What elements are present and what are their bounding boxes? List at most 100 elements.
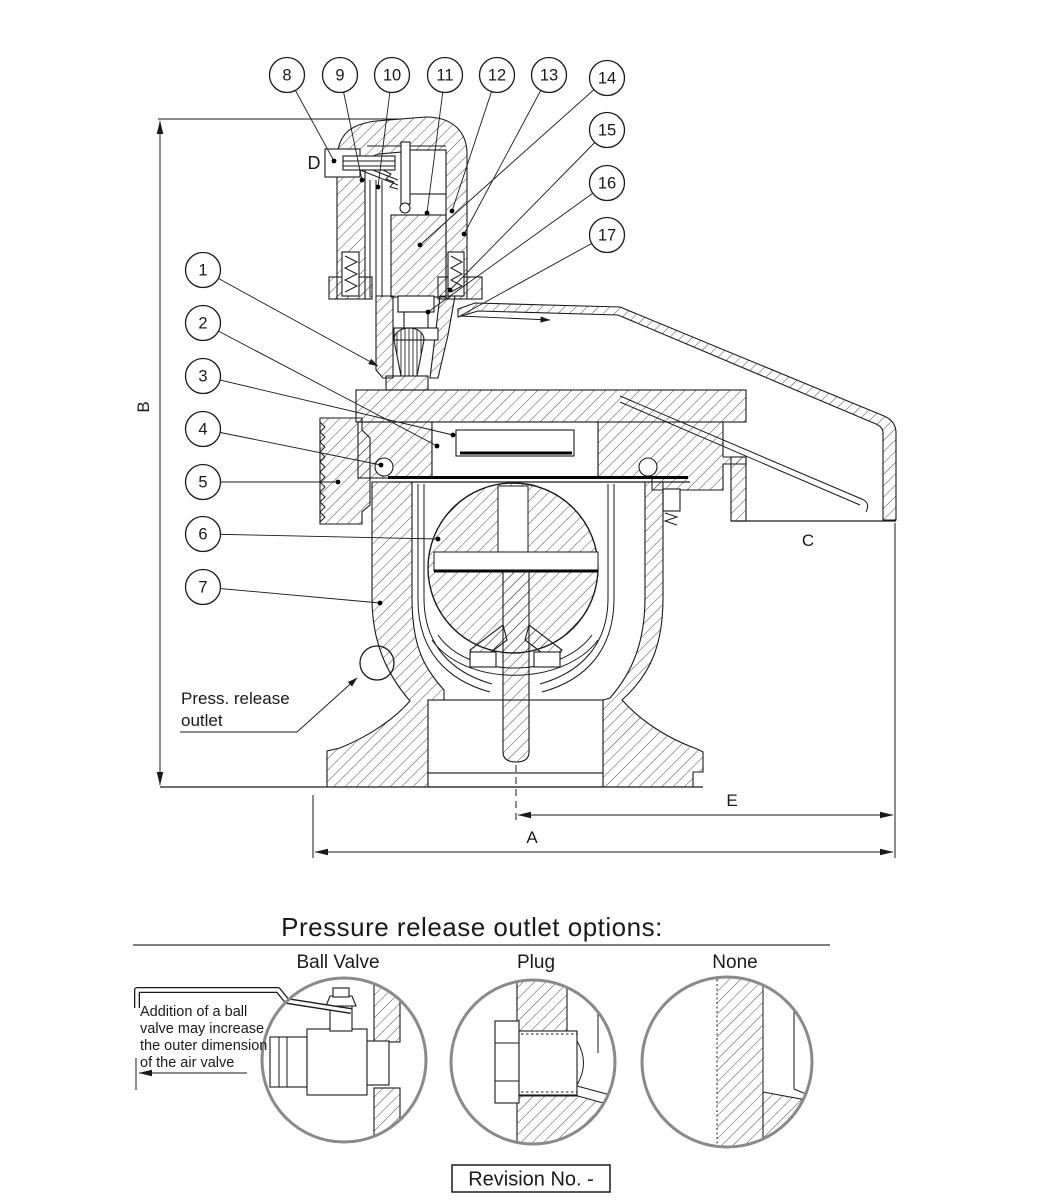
note-line-1: Addition of a ball	[140, 1004, 247, 1020]
valve-body	[306, 1028, 368, 1096]
inner-float-cylinder	[390, 214, 447, 298]
cross-bar	[433, 551, 599, 572]
balloon-12: 12	[478, 56, 516, 94]
balloon-8: 8	[268, 56, 306, 94]
balloon-4: 4	[184, 410, 222, 448]
svg-text:12: 12	[488, 67, 506, 85]
svg-text:9: 9	[335, 67, 344, 85]
balloon-2: 2	[184, 304, 222, 342]
wall-upper	[373, 984, 401, 1043]
balloon-16: 16	[588, 164, 626, 202]
neck-wall-right	[429, 295, 456, 379]
options-section: Pressure release outlet options: Ball Va…	[133, 912, 830, 1149]
balloon-17: 17	[588, 216, 626, 254]
o-ring-left	[374, 457, 394, 477]
arm-foot-left	[469, 651, 497, 668]
balloon-13: 13	[530, 56, 568, 94]
note-line-3: the outer dimension	[140, 1038, 267, 1054]
bonnet-block-right	[597, 421, 747, 491]
plug-body	[518, 1030, 578, 1096]
plug-detail	[449, 978, 617, 1146]
threaded-boss	[319, 417, 371, 525]
rod-ball-end	[399, 202, 411, 214]
balloon-14: 14	[588, 59, 626, 97]
dim-a-label: A	[526, 828, 538, 847]
press-release-callout: Press. release outlet	[180, 677, 358, 733]
balloon-5: 5	[184, 463, 222, 501]
revision-frame	[451, 1164, 611, 1193]
options-title: Pressure release outlet options:	[281, 912, 663, 942]
cap-assembly	[324, 116, 483, 300]
svg-text:11: 11	[436, 67, 453, 85]
revision-label: Revision No. -	[468, 1169, 594, 1191]
valve-left-port	[269, 1036, 308, 1088]
balloon-1: 1	[184, 251, 222, 289]
neck-nozzle	[375, 295, 456, 391]
nozzle-step1	[397, 295, 435, 313]
svg-text:16: 16	[598, 175, 616, 193]
press-release-line1: Press. release	[181, 689, 290, 708]
option-label-none: None	[712, 952, 757, 973]
hood-support	[730, 456, 747, 522]
revision-box: Revision No. -	[451, 1164, 611, 1193]
body-wall-left	[326, 481, 445, 788]
upper-chamber	[407, 149, 447, 195]
basket-right	[539, 484, 615, 693]
dim-e-label: E	[726, 791, 737, 810]
guide-stem	[502, 570, 530, 763]
svg-text:2: 2	[198, 315, 207, 333]
note-line-2: valve may increase	[140, 1021, 264, 1037]
boss-threads	[319, 421, 326, 523]
main-body	[160, 481, 704, 822]
hood-cover	[457, 302, 897, 522]
stem-packing	[325, 995, 357, 1007]
spring-right	[449, 255, 464, 293]
hood-shell	[457, 302, 897, 521]
note-line-4: of the air valve	[140, 1055, 234, 1071]
wall-lower-widen	[762, 1091, 807, 1147]
balloon-9: 9	[321, 56, 359, 94]
flange-level	[319, 389, 747, 526]
svg-text:8: 8	[282, 67, 291, 85]
arm-foot-right	[533, 651, 561, 668]
stem-nut	[332, 987, 350, 998]
drain-spring	[663, 512, 679, 526]
ball-valve-detail	[134, 976, 428, 1144]
small-float-seat	[385, 375, 429, 391]
svg-text:4: 4	[198, 421, 207, 439]
balloon-15: 15	[588, 111, 626, 149]
plug-hex-head	[494, 1020, 520, 1104]
svg-text:1: 1	[198, 262, 207, 280]
orifice-pin	[342, 155, 396, 171]
balloon-7: 7	[184, 568, 222, 606]
svg-text:10: 10	[383, 67, 401, 85]
plug-detail-circle	[449, 978, 617, 1146]
wall-lower	[373, 1087, 401, 1141]
valve-section	[160, 116, 897, 822]
balloon-6: 6	[184, 515, 222, 553]
ball-valve-note: Addition of a ball valve may increase th…	[135, 1004, 267, 1090]
ball-valve-detail-circle	[260, 976, 428, 1144]
dim-d-label: D	[308, 153, 321, 173]
press-release-line2: outlet	[181, 711, 223, 730]
svg-text:15: 15	[598, 122, 616, 140]
dim-c-label: C	[802, 531, 814, 550]
neck-wall-left	[375, 295, 394, 379]
release-rod	[400, 141, 411, 205]
wall	[717, 977, 763, 1147]
option-label-ball-valve: Ball Valve	[296, 952, 379, 973]
flange-band	[355, 389, 747, 423]
nozzle-step2	[403, 311, 429, 329]
dim-b-label: B	[134, 401, 153, 412]
dimensions: B A E C D	[134, 118, 896, 858]
option-label-plug: Plug	[517, 952, 555, 973]
svg-text:14: 14	[598, 70, 616, 88]
wall-lower	[516, 1095, 615, 1144]
svg-text:17: 17	[598, 227, 616, 245]
none-detail-circle	[640, 975, 814, 1149]
balloon-11: 11	[426, 56, 464, 94]
basket-left	[417, 484, 493, 693]
body-wall-right	[602, 481, 704, 788]
